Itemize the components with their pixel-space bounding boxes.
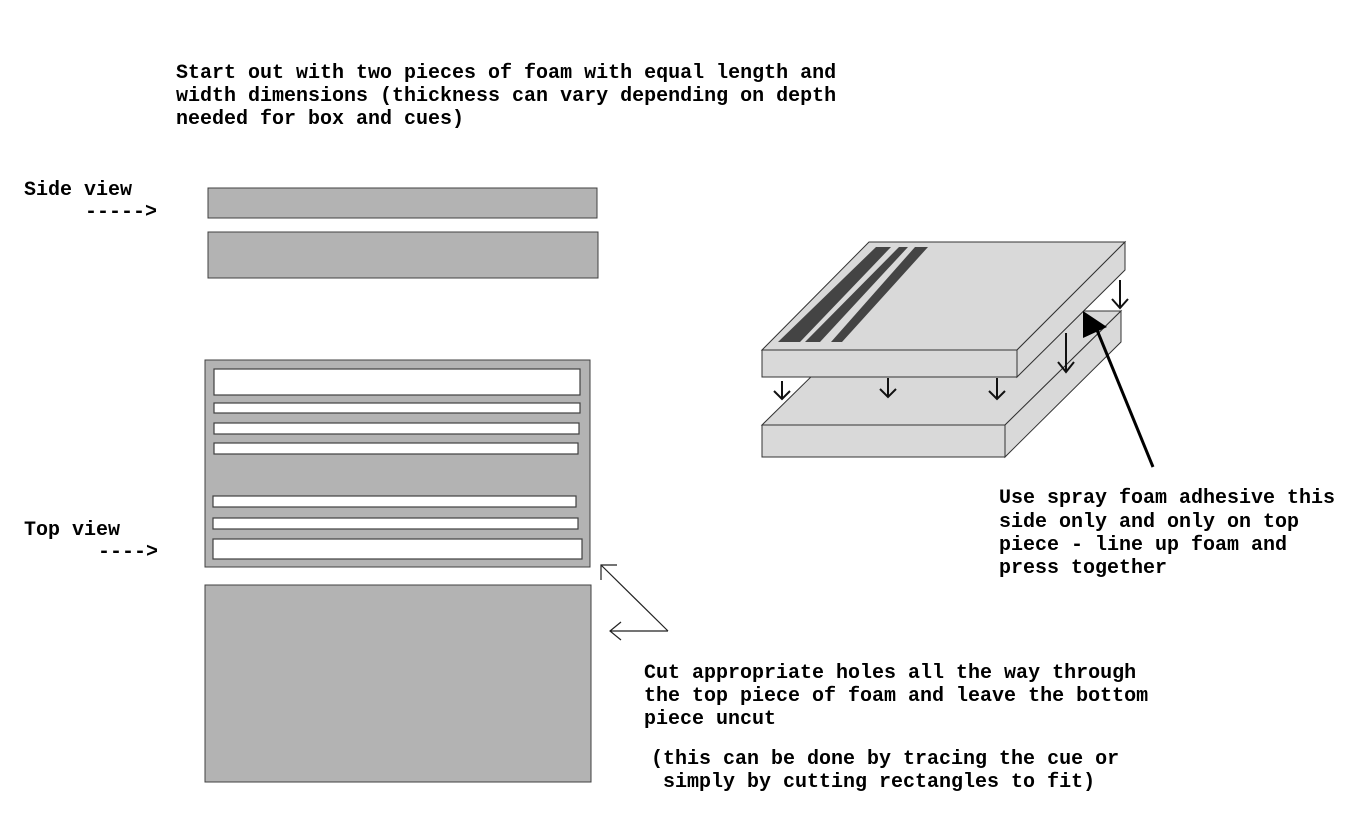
bent-arrow-icon (600, 564, 669, 641)
down-arrow-icon (879, 378, 897, 399)
cue-slots (212, 368, 583, 560)
top-view-top-piece (204, 359, 591, 568)
slot (213, 402, 581, 414)
cut-line: piece uncut (644, 708, 776, 731)
adhesive-line: side only and only on top (999, 511, 1299, 534)
intro-line: needed for box and cues) (176, 108, 464, 131)
tracing-note: (this can be done by tracing the cue or … (651, 748, 1119, 794)
slot (213, 442, 579, 455)
down-arrow-icon (773, 381, 791, 401)
adhesive-line: press together (999, 557, 1167, 580)
down-arrow-icons (773, 280, 1129, 401)
cut-slots-3d (778, 247, 928, 342)
side-view-arrow: -----> (85, 201, 157, 224)
pointer-arrow-icon (1083, 311, 1155, 468)
top-slab-3d (760, 240, 1127, 379)
intro-line: width dimensions (thickness can vary dep… (176, 85, 836, 108)
top-view-bottom-piece (204, 584, 592, 783)
intro-line: Start out with two pieces of foam with e… (176, 62, 836, 85)
down-arrow-icon (988, 378, 1006, 401)
tracing-line: (this can be done by tracing the cue or (651, 748, 1119, 771)
slot (213, 368, 581, 396)
top-view-label: Top view (24, 519, 120, 542)
down-arrow-icon (1057, 333, 1075, 374)
intro-text: Start out with two pieces of foam with e… (176, 62, 836, 131)
side-view-top-piece (207, 187, 598, 219)
top-view-arrow: ----> (98, 541, 158, 564)
slot (212, 517, 579, 530)
side-view-bottom-piece (207, 231, 599, 279)
cut-line: Cut appropriate holes all the way throug… (644, 662, 1136, 685)
cut-note: Cut appropriate holes all the way throug… (644, 662, 1148, 731)
adhesive-note: Use spray foam adhesive this side only a… (999, 487, 1335, 580)
down-arrow-icon (1111, 280, 1129, 310)
cut-line: the top piece of foam and leave the bott… (644, 685, 1148, 708)
tracing-line: simply by cutting rectangles to fit) (651, 771, 1095, 794)
slot (213, 422, 580, 435)
adhesive-line: piece - line up foam and (999, 534, 1287, 557)
slot (212, 538, 583, 560)
side-view-label: Side view (24, 179, 132, 202)
slot (212, 495, 577, 508)
adhesive-line: Use spray foam adhesive this (999, 487, 1335, 510)
